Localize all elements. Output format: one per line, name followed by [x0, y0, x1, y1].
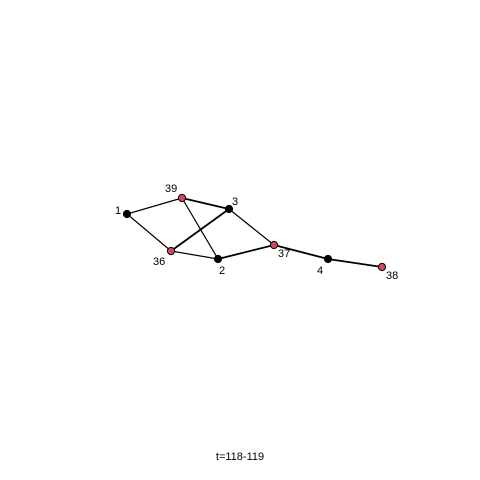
- edges-layer: [126, 197, 383, 268]
- node-2: [213, 254, 223, 264]
- edge-4-38: [327, 258, 383, 268]
- node-label-2: 2: [219, 265, 225, 277]
- node-38: [377, 262, 387, 272]
- edge-1-36: [126, 213, 172, 252]
- labels-layer: 1 39 3 36 2 37 4 38: [115, 183, 398, 282]
- edge-36-2: [170, 250, 219, 260]
- edge-39-3: [181, 197, 230, 210]
- node-label-4: 4: [317, 265, 323, 277]
- node-label-36: 36: [153, 256, 165, 268]
- edge-1-39: [126, 197, 183, 215]
- node-4: [323, 254, 333, 264]
- node-36: [166, 246, 176, 256]
- time-label: t=118-119: [215, 451, 265, 463]
- node-37: [269, 240, 279, 250]
- node-3: [224, 204, 234, 214]
- edge-37-4: [273, 244, 329, 260]
- edge-3-37: [228, 208, 275, 246]
- edge-39-2: [181, 197, 219, 260]
- node-label-37: 37: [278, 248, 290, 260]
- nodes-layer: [122, 193, 387, 272]
- node-label-38: 38: [386, 270, 398, 282]
- node-label-39: 39: [165, 183, 177, 195]
- edge-2-37: [217, 244, 275, 260]
- edge-36-3: [170, 208, 230, 252]
- node-label-3: 3: [232, 196, 238, 208]
- node-label-1: 1: [115, 205, 121, 217]
- node-39: [177, 193, 187, 203]
- node-1: [122, 209, 132, 219]
